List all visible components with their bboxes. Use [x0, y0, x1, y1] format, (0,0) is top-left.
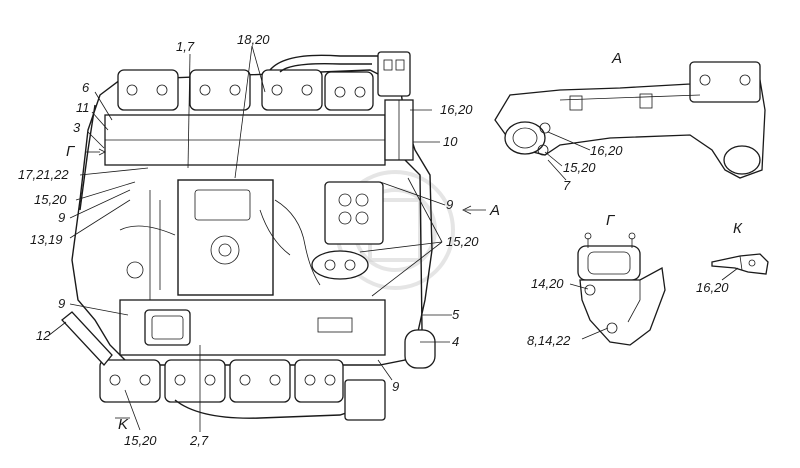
callout-15-20-bottom: 15,20 — [124, 433, 157, 448]
manifold-flange-bottom — [344, 379, 386, 421]
left-bracket — [61, 311, 113, 366]
manifold-a-right-end — [723, 145, 761, 175]
view-a-title: A — [611, 50, 622, 67]
view-k-title: К — [733, 220, 743, 237]
callout-13-19: 13,19 — [30, 232, 63, 247]
valve-cover-4 — [324, 71, 374, 111]
manifold-a-flange — [689, 61, 761, 103]
valve-cover-lower-1 — [99, 359, 161, 403]
view-g-callout-8-14-22: 8,14,22 — [527, 333, 571, 348]
view-g-body — [579, 266, 666, 346]
callout-1-7: 1,7 — [176, 39, 195, 54]
callout-9-lower-left: 9 — [58, 296, 65, 311]
valve-cover-lower-4 — [294, 359, 344, 403]
valve-cover-1 — [117, 69, 179, 111]
callout-9-right-top: 9 — [446, 197, 453, 212]
fuel-pump-module — [324, 181, 384, 245]
block-center-panel — [177, 179, 274, 296]
valve-cover-3 — [261, 69, 323, 111]
leader-lines-view-g — [569, 283, 609, 340]
callout-2-7: 2,7 — [189, 433, 209, 448]
callout-3: 3 — [73, 120, 81, 135]
lower-manifold-flange — [144, 309, 191, 346]
view-g-detail — [577, 232, 666, 346]
callout-5: 5 — [452, 307, 460, 322]
view-g-flange — [577, 245, 641, 281]
view-g-title: Г — [606, 212, 616, 229]
view-k-detail — [711, 253, 769, 275]
callout-4: 4 — [452, 334, 459, 349]
oval-flange — [311, 250, 369, 280]
callout-g-arrow: Г — [66, 143, 76, 160]
valve-cover-lower-3 — [229, 359, 291, 403]
manifold-flange-top — [377, 51, 411, 97]
right-lower-mount — [404, 329, 436, 369]
callout-a-arrow: A — [489, 202, 500, 219]
callout-10: 10 — [443, 134, 458, 149]
callout-15-20-mid: 15,20 — [446, 234, 479, 249]
view-a-callout-7: 7 — [563, 178, 571, 193]
callout-11: 11 — [76, 100, 90, 115]
view-k-bracket — [711, 253, 769, 275]
callout-15-20-left: 15,20 — [34, 192, 67, 207]
leader-line-view-k — [721, 267, 739, 281]
callout-9-left: 9 — [58, 210, 65, 225]
view-a-callout-16-20: 16,20 — [590, 143, 623, 158]
engine-main-view — [61, 51, 436, 421]
callout-9-lower-right: 9 — [392, 379, 399, 394]
callout-18-20: 18,20 — [237, 32, 270, 47]
view-a-detail — [494, 61, 766, 179]
valve-cover-lower-2 — [164, 359, 226, 403]
manifold-a-left-end — [504, 121, 546, 155]
view-k-callout-16-20: 16,20 — [696, 280, 729, 295]
callout-16-20-top: 16,20 — [440, 102, 473, 117]
valve-cover-2 — [189, 69, 251, 111]
leader-lines-main — [47, 45, 486, 432]
callout-12: 12 — [36, 328, 51, 343]
callout-6: 6 — [82, 80, 90, 95]
view-g-callout-14-20: 14,20 — [531, 276, 564, 291]
view-a-callout-15-20: 15,20 — [563, 160, 596, 175]
callout-17-21-22: 17,21,22 — [18, 167, 69, 182]
callout-k-arrow: K — [118, 416, 129, 433]
leader-lines-view-a — [544, 131, 591, 181]
